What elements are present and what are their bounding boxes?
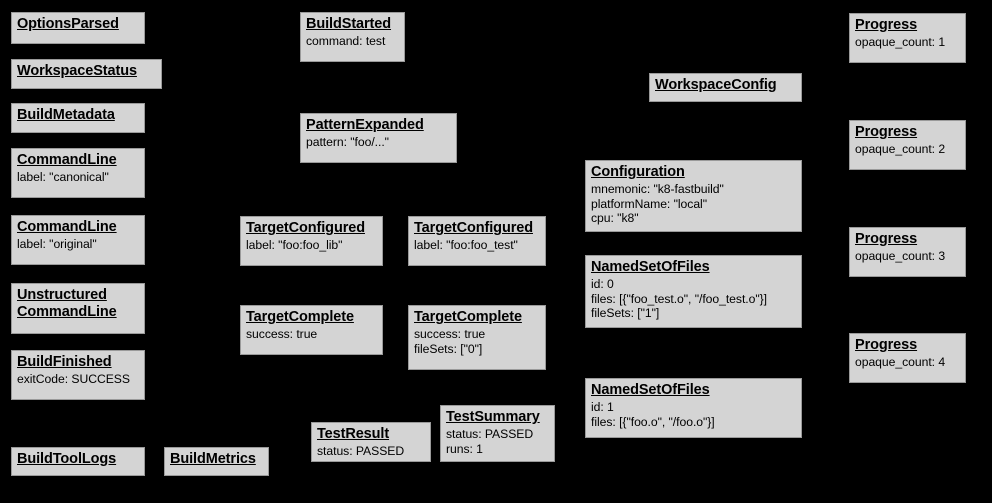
- node-title: BuildToolLogs: [17, 451, 117, 467]
- node-workspace-config[interactable]: WorkspaceConfig: [649, 73, 802, 102]
- node-title: CommandLine: [17, 219, 117, 235]
- node-title: BuildFinished: [17, 354, 112, 370]
- node-fields: label: "foo:foo_test": [414, 238, 518, 253]
- node-pattern-expanded[interactable]: PatternExpanded pattern: "foo/...": [300, 113, 457, 163]
- node-fields: opaque_count: 3: [855, 249, 946, 264]
- node-title: WorkspaceStatus: [17, 63, 137, 79]
- node-unstructured-command-line[interactable]: Unstructured CommandLine: [11, 283, 145, 334]
- node-fields: label: "canonical": [17, 170, 109, 185]
- node-title: TargetConfigured: [246, 220, 365, 236]
- node-title: TargetConfigured: [414, 220, 533, 236]
- node-title: Unstructured CommandLine: [17, 287, 117, 321]
- node-build-tool-logs[interactable]: BuildToolLogs: [11, 447, 145, 476]
- node-build-metrics[interactable]: BuildMetrics: [164, 447, 269, 476]
- node-build-started[interactable]: BuildStarted command: test: [300, 12, 405, 62]
- node-title: Progress: [855, 124, 918, 140]
- node-command-line-canonical[interactable]: CommandLine label: "canonical": [11, 148, 145, 198]
- node-fields: opaque_count: 1: [855, 35, 946, 50]
- node-title: Progress: [855, 337, 918, 353]
- node-fields: status: PASSED: [317, 444, 405, 459]
- node-fields: success: true fileSets: ["0"]: [414, 327, 486, 356]
- node-workspace-status[interactable]: WorkspaceStatus: [11, 59, 162, 89]
- node-fields: label: "foo:foo_lib": [246, 238, 343, 253]
- node-fields: id: 1 files: [{"foo.o", "/foo.o"}]: [591, 400, 715, 429]
- node-command-line-original[interactable]: CommandLine label: "original": [11, 215, 145, 265]
- node-fields: status: PASSED runs: 1: [446, 427, 534, 456]
- node-fields: opaque_count: 4: [855, 355, 946, 370]
- node-fields: opaque_count: 2: [855, 142, 946, 157]
- node-progress-2[interactable]: Progress opaque_count: 2: [849, 120, 966, 170]
- node-title: BuildStarted: [306, 16, 392, 32]
- node-test-result[interactable]: TestResult status: PASSED: [311, 422, 431, 462]
- node-title: BuildMetadata: [17, 107, 115, 123]
- node-fields: command: test: [306, 34, 386, 49]
- node-fields: mnemonic: "k8-fastbuild" platformName: "…: [591, 182, 724, 225]
- node-target-configured-foo-test[interactable]: TargetConfigured label: "foo:foo_test": [408, 216, 546, 266]
- node-test-summary[interactable]: TestSummary status: PASSED runs: 1: [440, 405, 555, 462]
- node-title: PatternExpanded: [306, 117, 424, 133]
- node-named-set-of-files-1[interactable]: NamedSetOfFiles id: 1 files: [{"foo.o", "…: [585, 378, 802, 438]
- node-title: NamedSetOfFiles: [591, 382, 710, 398]
- node-named-set-of-files-0[interactable]: NamedSetOfFiles id: 0 files: [{"foo_test.…: [585, 255, 802, 328]
- node-target-configured-foo-lib[interactable]: TargetConfigured label: "foo:foo_lib": [240, 216, 383, 266]
- node-title: WorkspaceConfig: [655, 77, 777, 93]
- node-fields: label: "original": [17, 237, 97, 252]
- node-target-complete-foo-test[interactable]: TargetComplete success: true fileSets: ["…: [408, 305, 546, 370]
- node-title: Configuration: [591, 164, 685, 180]
- node-options-parsed[interactable]: OptionsParsed: [11, 12, 145, 44]
- node-title: CommandLine: [17, 152, 117, 168]
- node-title: TestResult: [317, 426, 390, 442]
- node-configuration[interactable]: Configuration mnemonic: "k8-fastbuild" pl…: [585, 160, 802, 232]
- node-fields: exitCode: SUCCESS: [17, 372, 130, 387]
- node-fields: pattern: "foo/...": [306, 135, 389, 150]
- node-title: OptionsParsed: [17, 16, 119, 32]
- node-title: NamedSetOfFiles: [591, 259, 710, 275]
- node-title: TargetComplete: [246, 309, 354, 325]
- node-title: BuildMetrics: [170, 451, 256, 467]
- node-title: TargetComplete: [414, 309, 522, 325]
- node-build-metadata[interactable]: BuildMetadata: [11, 103, 145, 133]
- node-progress-4[interactable]: Progress opaque_count: 4: [849, 333, 966, 383]
- node-fields: id: 0 files: [{"foo_test.o", "/foo_test.…: [591, 277, 767, 320]
- node-title: Progress: [855, 231, 918, 247]
- node-build-finished[interactable]: BuildFinished exitCode: SUCCESS: [11, 350, 145, 400]
- node-title: Progress: [855, 17, 918, 33]
- node-progress-3[interactable]: Progress opaque_count: 3: [849, 227, 966, 277]
- node-progress-1[interactable]: Progress opaque_count: 1: [849, 13, 966, 63]
- node-fields: success: true: [246, 327, 318, 342]
- node-title: TestSummary: [446, 409, 540, 425]
- node-target-complete-foo-lib[interactable]: TargetComplete success: true: [240, 305, 383, 355]
